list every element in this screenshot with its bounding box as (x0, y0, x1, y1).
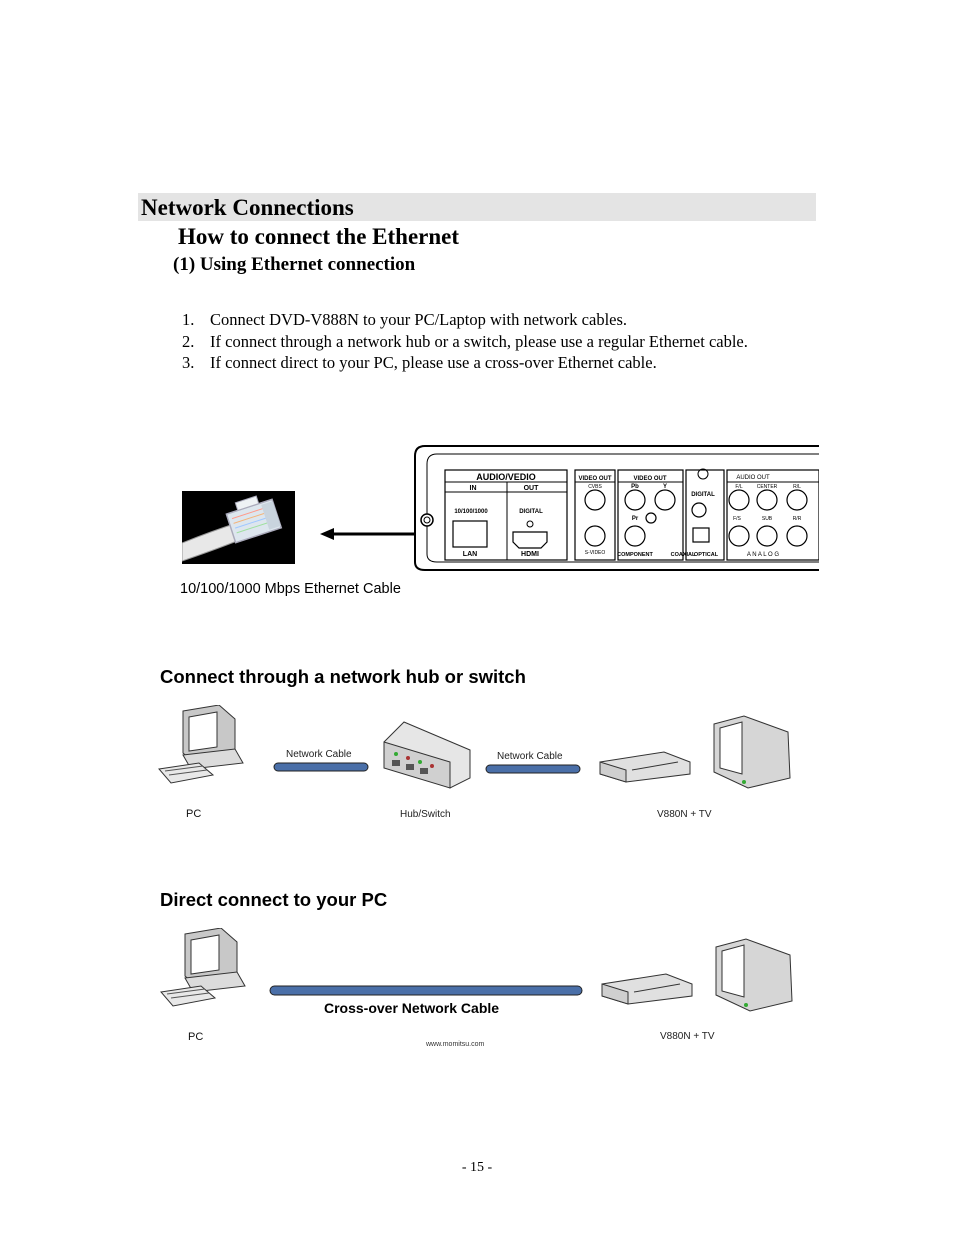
panel-pb-label: Pb (631, 484, 639, 490)
panel-digital2-label: DIGITAL (691, 492, 715, 498)
subsubsection-title: (1) Using Ethernet connection (173, 254, 416, 275)
panel-audio-vedio-label: AUDIO/VEDIO (476, 472, 536, 482)
panel-rr-label: R/R (793, 516, 802, 522)
crossover-cable-label: Cross-over Network Cable (324, 1000, 500, 1016)
dvd-player-icon (599, 751, 691, 783)
cable-label: Network Cable (286, 749, 352, 760)
list-text: If connect through a network hub or a sw… (210, 331, 748, 351)
panel-pr-label: Pr (632, 516, 639, 522)
hub-label: Hub/Switch (400, 809, 451, 820)
panel-y-label: Y (663, 484, 667, 490)
panel-speed-label: 10/100/1000 (454, 509, 488, 515)
device-label: V880N + TV (657, 809, 712, 820)
panel-lan-label: LAN (463, 551, 477, 558)
website-label: www.momitsu.com (426, 1041, 485, 1048)
panel-hdmi-label: HDMI (521, 551, 539, 558)
pc-icon (158, 705, 244, 784)
steps-list: 1. Connect DVD-V888N to your PC/Laptop w… (182, 309, 802, 374)
lan-port (452, 520, 488, 548)
list-text: Connect DVD-V888N to your PC/Laptop with… (210, 310, 628, 329)
hub-diagram-heading: Connect through a network hub or switch (160, 666, 526, 687)
page-number: - 15 - (461, 1160, 493, 1175)
pc-label: PC (186, 808, 202, 820)
panel-out-label: OUT (524, 485, 540, 492)
device-label: V880N + TV (660, 1031, 715, 1042)
list-number: 1. (182, 310, 195, 329)
network-cable-icon (273, 762, 369, 772)
panel-digital-label: DIGITAL (519, 509, 543, 515)
pc-label: PC (188, 1031, 204, 1043)
hub-switch-icon (383, 721, 471, 789)
list-item: 2. If connect through a network hub or a… (182, 331, 802, 353)
dvd-player-icon (601, 973, 693, 1005)
ethernet-plug-image (182, 491, 295, 564)
pc-icon (160, 928, 246, 1007)
cable-caption: 10/100/1000 Mbps Ethernet Cable (180, 581, 401, 597)
direct-diagram-heading: Direct connect to your PC (160, 889, 388, 910)
list-number: 3. (182, 353, 195, 372)
list-item: 1. Connect DVD-V888N to your PC/Laptop w… (182, 309, 802, 331)
list-text: If connect direct to your PC, please use… (210, 353, 657, 372)
panel-audio-out-label: AUDIO OUT (736, 475, 770, 481)
panel-center-label: CENTER (757, 484, 778, 490)
tv-icon (713, 715, 791, 789)
hdmi-port (512, 531, 548, 549)
panel-optical-label: OPTICAL (694, 552, 719, 558)
crossover-cable-icon (269, 985, 583, 996)
tv-icon (715, 938, 793, 1012)
list-item: 3. If connect direct to your PC, please … (182, 352, 802, 374)
panel-cvbs-label: CVBS (588, 484, 602, 490)
section-title-bar (138, 193, 816, 221)
panel-video-out2-label: VIDEO OUT (633, 476, 666, 482)
panel-video-out-label: VIDEO OUT (578, 476, 611, 482)
panel-rs-label: F/S (733, 516, 741, 522)
subsection-title: How to connect the Ethernet (178, 224, 460, 249)
panel-sub-label: SUB (762, 516, 773, 522)
cable-label: Network Cable (497, 751, 563, 762)
panel-in-label: IN (470, 485, 477, 492)
panel-svideo-label: S-VIDEO (585, 550, 606, 556)
rear-panel-diagram: AUDIO/VEDIO IN OUT 10/100/1000 DIGITAL L… (414, 445, 819, 571)
network-cable-icon (485, 764, 581, 774)
panel-fr-label: R/L (793, 484, 801, 490)
section-title: Network Connections (141, 195, 354, 220)
panel-analog-label: A N A L O G (747, 552, 779, 558)
panel-coaxial-label: COAXIAL (671, 552, 696, 558)
list-number: 2. (182, 331, 195, 351)
panel-fl-label: F/L (735, 484, 742, 490)
panel-component-label: COMPONENT (617, 552, 653, 558)
